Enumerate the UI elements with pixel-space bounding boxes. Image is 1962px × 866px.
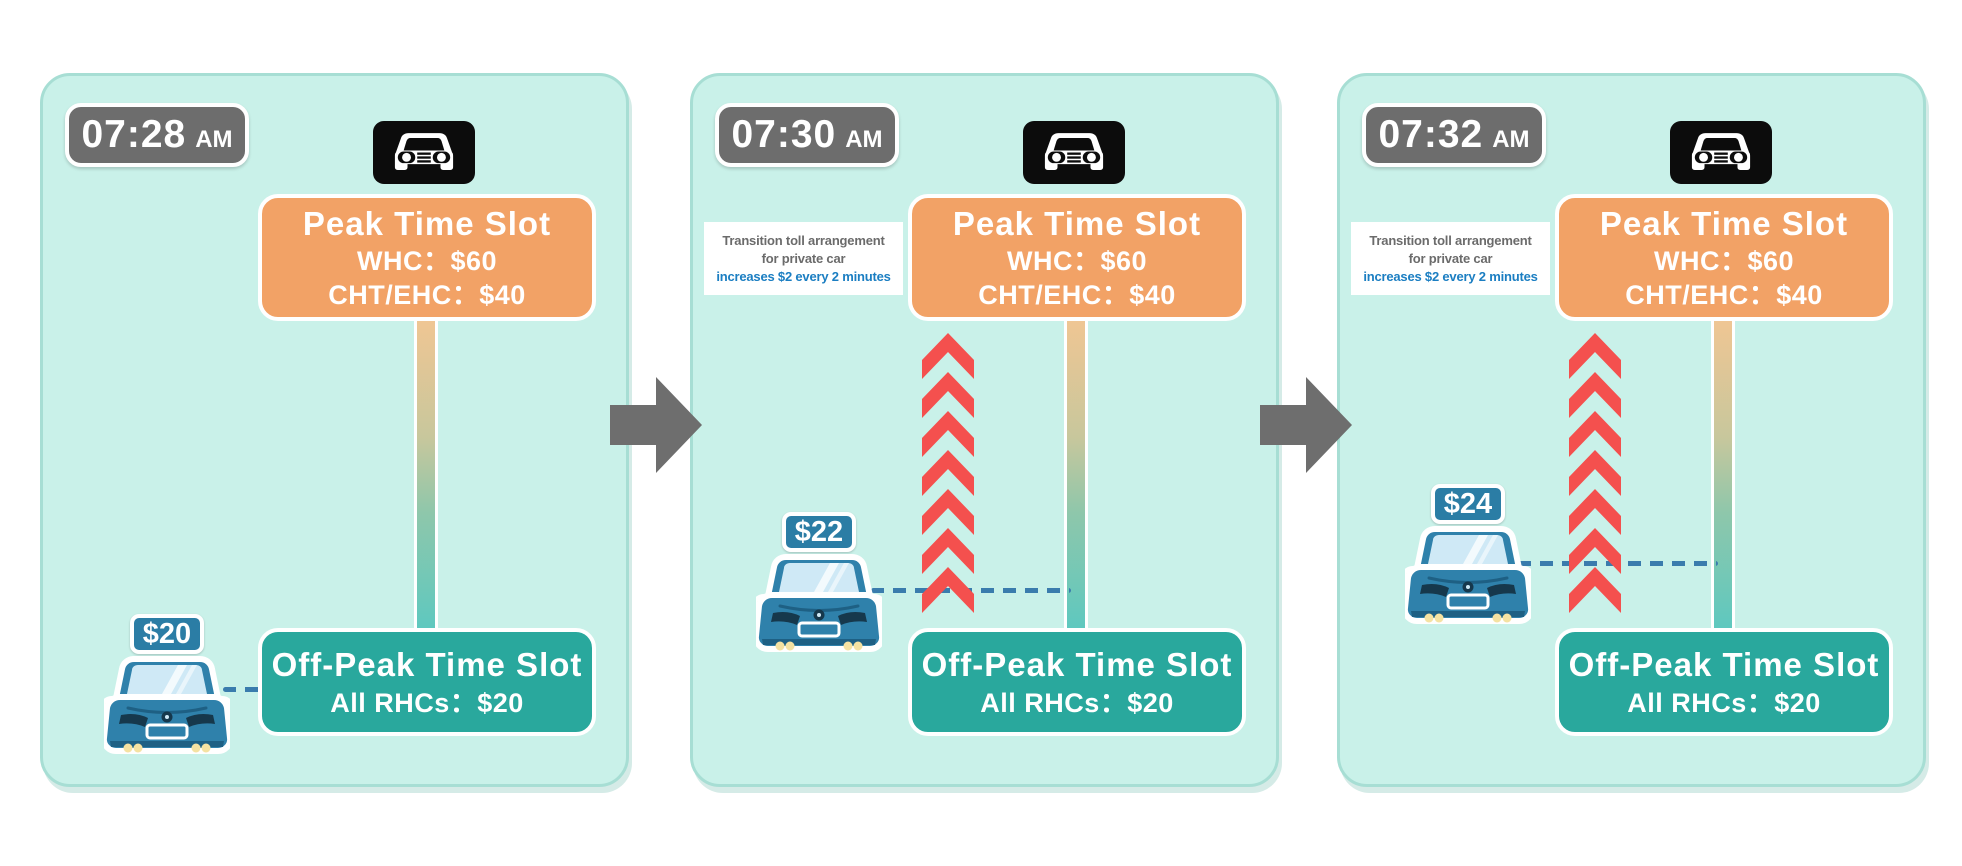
car-front-glyph: [1691, 133, 1751, 170]
next-step-arrow-icon: [610, 377, 702, 473]
peak-time-slot-box: Peak Time Slot WHC：$60 CHT/EHC：$40: [1555, 194, 1893, 321]
time-value: 07:28: [81, 113, 187, 156]
chevron-up-icon: [1569, 450, 1621, 496]
next-step-arrow-icon: [1260, 377, 1352, 473]
car-rear-illustration: [756, 554, 882, 652]
offpeak-title: Off-Peak Time Slot: [1568, 645, 1880, 683]
peak-title: Peak Time Slot: [302, 204, 552, 242]
chevron-up-icon: [1569, 489, 1621, 535]
peak-whc-toll: WHC：$60: [1653, 246, 1795, 277]
offpeak-rhc-toll: All RHCs：$20: [330, 688, 524, 719]
note-line-2: for private car: [761, 251, 846, 266]
offpeak-title: Off-Peak Time Slot: [271, 645, 583, 683]
peak-cht-ehc-toll: CHT/EHC：$40: [328, 280, 526, 311]
peak-time-slot-box: Peak Time Slot WHC：$60 CHT/EHC：$40: [908, 194, 1246, 321]
note-line-1: Transition toll arrangement: [722, 233, 885, 248]
private-car-front-icon: [1023, 121, 1125, 184]
peak-cht-ehc-toll: CHT/EHC：$40: [1625, 280, 1823, 311]
chevron-up-icon: [922, 489, 974, 535]
chevron-up-icon: [922, 411, 974, 457]
offpeak-rhc-toll: All RHCs：$20: [1627, 688, 1821, 719]
panel-0730am: 07:30 AM Transition toll arrangement for…: [690, 73, 1279, 787]
car-front-glyph: [1044, 133, 1104, 170]
private-car-front-icon: [1670, 121, 1772, 184]
transition-note: Transition toll arrangement for private …: [704, 222, 903, 295]
time-badge: 07:28 AM: [65, 103, 249, 167]
panel-0728am: 07:28 AM Peak Time Slot WHC：$60 CHT/EHC：…: [40, 73, 629, 787]
price-badge: $24: [1431, 484, 1505, 524]
note-line-1: Transition toll arrangement: [1369, 233, 1532, 248]
time-meridiem: AM: [1492, 126, 1530, 153]
time-badge: 07:30 AM: [715, 103, 899, 167]
off-peak-time-slot-box: Off-Peak Time Slot All RHCs：$20: [1555, 628, 1893, 736]
peak-time-slot-box: Peak Time Slot WHC：$60 CHT/EHC：$40: [258, 194, 596, 321]
off-peak-time-slot-box: Off-Peak Time Slot All RHCs：$20: [908, 628, 1246, 736]
peak-cht-ehc-toll: CHT/EHC：$40: [978, 280, 1176, 311]
offpeak-title: Off-Peak Time Slot: [921, 645, 1233, 683]
chevron-up-icon: [1569, 528, 1621, 574]
peak-whc-toll: WHC：$60: [1006, 246, 1148, 277]
chevron-up-icon: [1569, 411, 1621, 457]
chevron-up-icon: [922, 372, 974, 418]
dashed-guide-line: [871, 588, 1071, 593]
chevron-up-icon: [922, 528, 974, 574]
car-front-glyph: [394, 133, 454, 170]
chevron-up-icon: [1569, 333, 1621, 379]
car-with-price: $24: [1402, 484, 1534, 625]
off-peak-time-slot-box: Off-Peak Time Slot All RHCs：$20: [258, 628, 596, 736]
peak-title: Peak Time Slot: [952, 204, 1202, 242]
time-meridiem: AM: [195, 126, 233, 153]
dashed-guide-line: [223, 687, 265, 692]
toll-gradient-bar: [1064, 316, 1088, 634]
price-badge: $20: [130, 614, 204, 654]
rising-toll-chevrons: [1569, 333, 1621, 613]
car-with-price: $20: [101, 614, 233, 755]
chevron-up-icon: [922, 450, 974, 496]
chevron-up-icon: [922, 333, 974, 379]
chevron-up-icon: [1569, 567, 1621, 613]
peak-title: Peak Time Slot: [1599, 204, 1849, 242]
toll-gradient-bar: [1711, 316, 1735, 634]
chevron-up-icon: [922, 567, 974, 613]
time-value: 07:30: [731, 113, 837, 156]
car-rear-illustration: [1405, 526, 1531, 624]
time-value: 07:32: [1378, 113, 1484, 156]
note-line-3: increases $2 every 2 minutes: [716, 269, 891, 284]
note-line-2: for private car: [1408, 251, 1493, 266]
rising-toll-chevrons: [922, 333, 974, 613]
panel-0732am: 07:32 AM Transition toll arrangement for…: [1337, 73, 1926, 787]
note-line-3: increases $2 every 2 minutes: [1363, 269, 1538, 284]
car-with-price: $22: [753, 512, 885, 653]
private-car-front-icon: [373, 121, 475, 184]
peak-whc-toll: WHC：$60: [356, 246, 498, 277]
price-badge: $22: [782, 512, 856, 552]
toll-gradient-bar: [414, 316, 438, 634]
time-meridiem: AM: [845, 126, 883, 153]
time-badge: 07:32 AM: [1362, 103, 1546, 167]
chevron-up-icon: [1569, 372, 1621, 418]
transition-note: Transition toll arrangement for private …: [1351, 222, 1550, 295]
car-rear-illustration: [104, 656, 230, 754]
offpeak-rhc-toll: All RHCs：$20: [980, 688, 1174, 719]
